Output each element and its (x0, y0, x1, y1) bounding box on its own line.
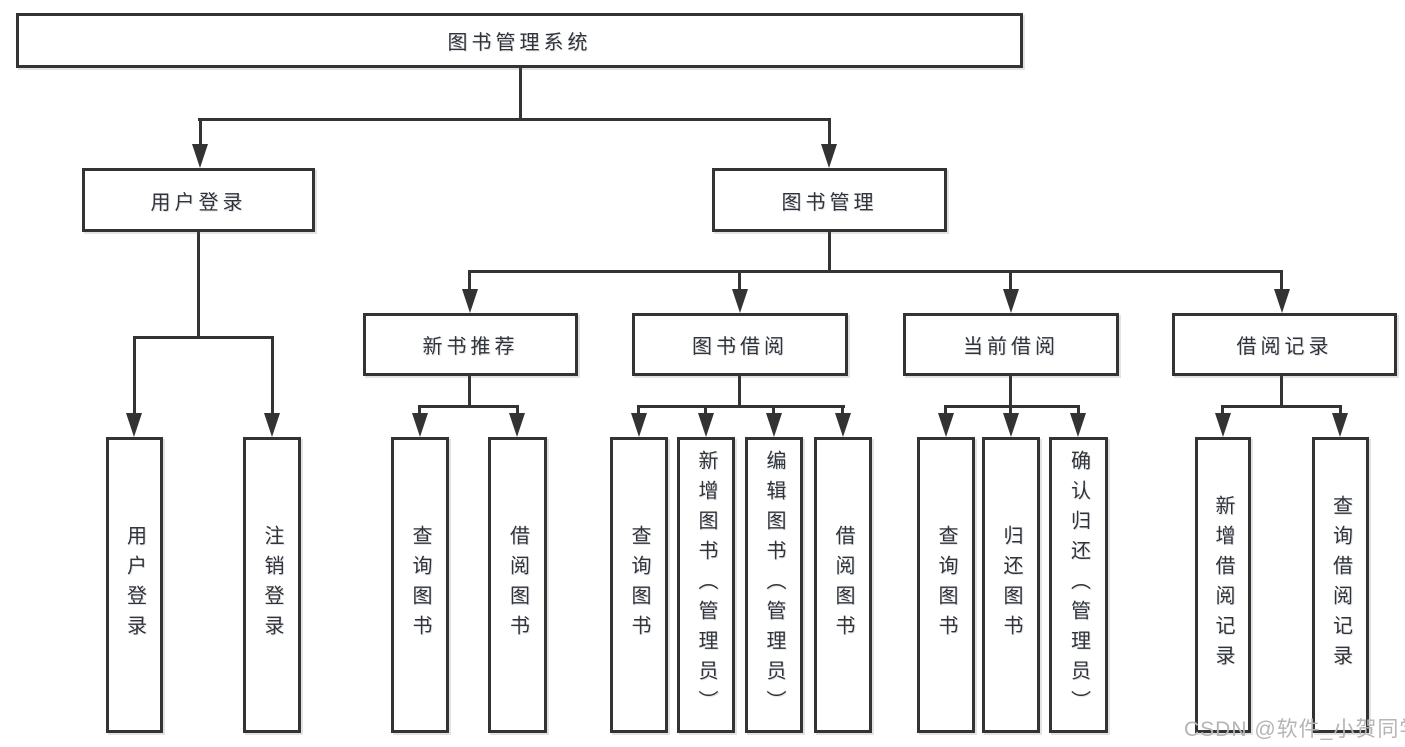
node-leaf-user-login-box: 用户登录 (106, 437, 163, 733)
node-bb-edit-label: 编辑图书（管理员） (763, 450, 785, 720)
node-br-add-label: 新增借阅记录 (1212, 495, 1234, 675)
connector-line (828, 118, 831, 146)
connector-line (468, 376, 471, 407)
watermark-text: CSDN @软件_小贺同学 (1184, 718, 1405, 741)
node-bb-add-label: 新增图书（管理员） (695, 450, 717, 720)
arrow-down-icon (462, 289, 478, 313)
connector-line (637, 405, 640, 415)
arrow-down-icon (766, 413, 782, 437)
connector-line (1221, 405, 1342, 408)
arrow-down-icon (732, 289, 748, 313)
node-root-label: 图书管理系统 (447, 32, 592, 54)
node-bb-query-box: 查询图书 (610, 437, 668, 733)
node-cb-confirm-label: 确认归还（管理员） (1067, 450, 1090, 720)
node-bb-query-label: 查询图书 (628, 525, 650, 645)
arrow-down-icon (192, 144, 208, 168)
node-leaf-logout-label: 注销登录 (261, 525, 283, 645)
node-bb-add-box: 新增图书（管理员） (677, 437, 735, 733)
connector-line (468, 270, 1283, 273)
arrow-down-icon (1274, 289, 1290, 313)
connector-line (944, 405, 947, 415)
node-user-login-box: 用户登录 (82, 168, 315, 232)
connector-line (516, 405, 519, 415)
connector-line (418, 405, 421, 415)
node-root-box: 图书管理系统 (16, 13, 1023, 68)
node-bb-edit-box: 编辑图书（管理员） (745, 437, 803, 733)
node-cb-return-box: 归还图书 (982, 437, 1040, 733)
node-nb-query-label: 查询图书 (409, 525, 431, 645)
node-leaf-logout-box: 注销登录 (243, 437, 301, 733)
node-current-borrow-label: 当前借阅 (963, 336, 1059, 358)
arrow-down-icon (1332, 413, 1348, 437)
node-nb-borrow-box: 借阅图书 (488, 437, 547, 733)
arrow-down-icon (264, 413, 280, 437)
connector-line (841, 405, 844, 415)
node-nb-borrow-label: 借阅图书 (506, 525, 529, 645)
arrow-down-icon (509, 413, 525, 437)
node-cb-query-box: 查询图书 (917, 437, 975, 733)
connector-line (1009, 405, 1012, 415)
connector-line (1077, 405, 1080, 415)
connector-line (704, 405, 707, 415)
node-user-login-label: 用户登录 (150, 191, 247, 214)
connector-line (772, 405, 775, 415)
connector-line (198, 118, 831, 121)
node-cb-return-label: 归还图书 (1000, 525, 1022, 645)
node-book-mgmt-box: 图书管理 (712, 168, 947, 232)
arrow-down-icon (835, 413, 851, 437)
node-cb-query-label: 查询图书 (935, 525, 957, 645)
node-bb-borrow-label: 借阅图书 (832, 525, 854, 645)
connector-line (1339, 405, 1342, 415)
connector-line (828, 232, 831, 273)
arrow-down-icon (821, 144, 837, 168)
node-new-book-rec-box: 新书推荐 (363, 313, 578, 376)
connector-line (418, 405, 519, 408)
node-br-query-box: 查询借阅记录 (1312, 437, 1369, 733)
node-book-borrow-label: 图书借阅 (692, 336, 788, 358)
connector-line (1221, 405, 1224, 415)
node-book-mgmt-label: 图书管理 (781, 191, 878, 214)
arrow-down-icon (1003, 289, 1019, 313)
node-borrow-record-label: 借阅记录 (1236, 336, 1333, 358)
node-nb-query-box: 查询图书 (391, 437, 449, 733)
node-current-borrow-box: 当前借阅 (903, 313, 1119, 376)
connector-line (271, 336, 274, 416)
node-br-add-box: 新增借阅记录 (1195, 437, 1251, 733)
connector-line (519, 68, 522, 121)
connector-line (197, 232, 200, 339)
arrow-down-icon (1215, 413, 1231, 437)
connector-line (1009, 270, 1012, 292)
connector-line (738, 376, 741, 407)
node-leaf-user-login-label: 用户登录 (123, 525, 146, 645)
connector-line (133, 336, 273, 339)
connector-line (738, 270, 741, 292)
connector-line (199, 118, 202, 146)
connector-line (944, 405, 1080, 408)
connector-line (1280, 270, 1283, 292)
connector-line (1009, 376, 1012, 407)
arrow-down-icon (938, 413, 954, 437)
connector-line (468, 270, 471, 292)
arrow-down-icon (1070, 413, 1086, 437)
node-borrow-record-box: 借阅记录 (1172, 313, 1397, 376)
node-book-borrow-box: 图书借阅 (632, 313, 848, 376)
connector-line (637, 405, 845, 408)
connector-line (133, 336, 136, 416)
node-new-book-rec-label: 新书推荐 (422, 336, 519, 358)
node-br-query-label: 查询借阅记录 (1329, 495, 1352, 675)
node-bb-borrow-box: 借阅图书 (814, 437, 872, 733)
arrow-down-icon (631, 413, 647, 437)
arrow-down-icon (126, 413, 142, 437)
arrow-down-icon (412, 413, 428, 437)
arrow-down-icon (1003, 413, 1019, 437)
arrow-down-icon (698, 413, 714, 437)
node-cb-confirm-box: 确认归还（管理员） (1049, 437, 1108, 733)
connector-line (1280, 376, 1283, 407)
